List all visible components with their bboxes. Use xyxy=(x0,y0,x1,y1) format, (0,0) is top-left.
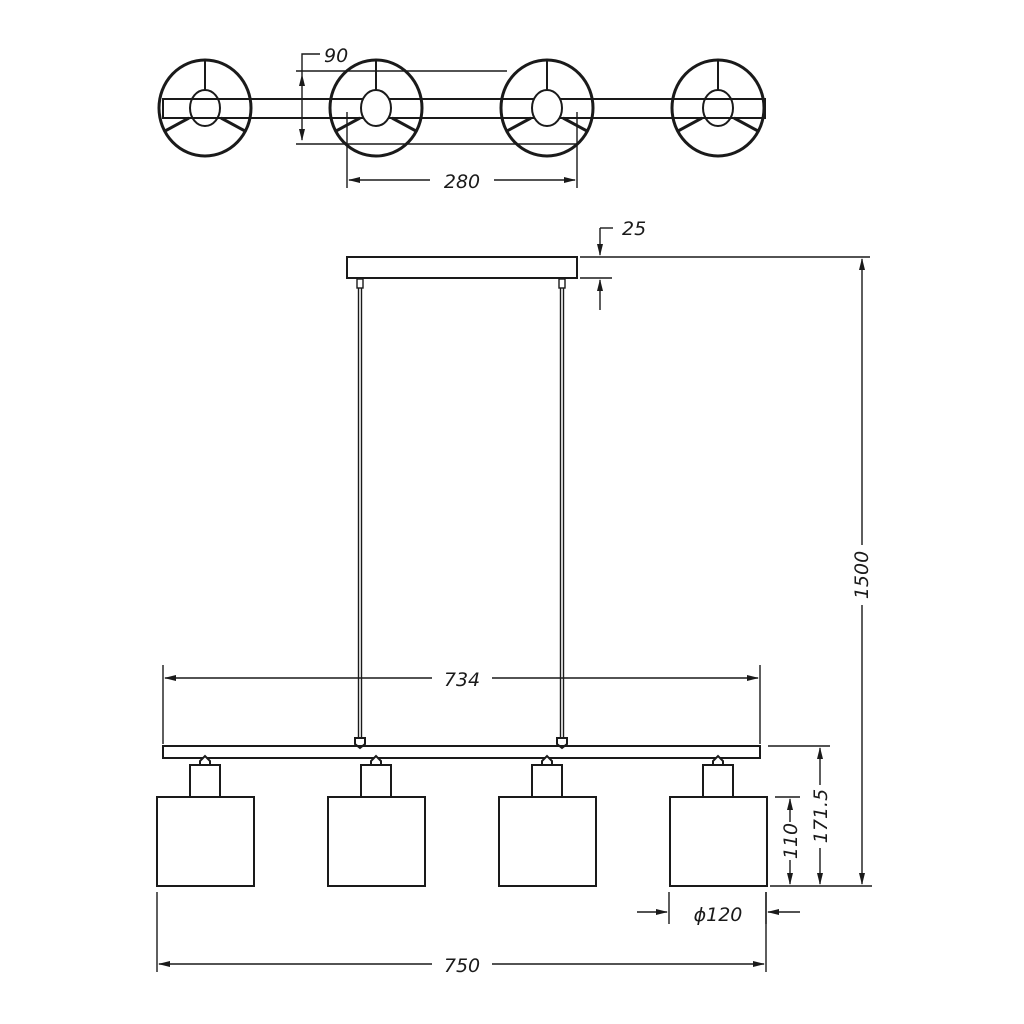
shade-spoke xyxy=(391,116,417,133)
top-view-lamps xyxy=(157,58,766,158)
socket-circle xyxy=(360,89,392,127)
dimension-label-bar-length: 734 xyxy=(444,669,480,691)
pendant-lamp xyxy=(498,754,597,887)
dimension-label-shade-height: 110 xyxy=(780,823,802,859)
lamp-shade xyxy=(669,796,768,887)
shade-spoke xyxy=(164,116,190,133)
dimension-label-total-height: 1500 xyxy=(851,551,873,599)
lamp-socket xyxy=(360,764,392,798)
top-view: 90 280 xyxy=(157,45,766,193)
shade-spoke xyxy=(506,116,532,133)
shade-spoke xyxy=(562,116,588,133)
top-view-lamp xyxy=(157,58,253,158)
dimension-label-shade-diameter: ϕ120 xyxy=(694,904,743,926)
shade-spoke xyxy=(677,116,703,133)
top-view-lamp xyxy=(670,58,766,158)
dimension-total-height: 1500 xyxy=(770,258,873,887)
dimension-top-spacing: 280 xyxy=(346,112,578,193)
top-view-lamp xyxy=(328,58,424,158)
front-view-lamps xyxy=(156,754,768,887)
dimension-total-width: 750 xyxy=(156,892,767,977)
lamp-shade xyxy=(498,796,597,887)
lamp-shade xyxy=(327,796,426,887)
dimension-label-total-width: 750 xyxy=(444,955,480,977)
shade-spoke xyxy=(335,116,361,133)
top-view-lamp xyxy=(499,58,595,158)
pendant-lamp xyxy=(327,754,426,887)
shade-spoke xyxy=(733,116,759,133)
dimension-canopy-height: 25 xyxy=(580,218,870,310)
dimension-hanging-height: 171.5 xyxy=(768,745,832,885)
ceiling-canopy xyxy=(346,256,578,279)
dimension-shade-height: 110 xyxy=(775,796,802,885)
top-view-bar xyxy=(162,98,766,119)
dimension-label-hanging-height: 171.5 xyxy=(810,789,832,843)
socket-circle xyxy=(702,89,734,127)
shade-spoke xyxy=(220,116,246,133)
pendant-lamp xyxy=(156,754,255,887)
front-view: 25 1500 734 171.5 110 xyxy=(156,218,873,977)
lamp-socket xyxy=(531,764,563,798)
lamp-socket xyxy=(702,764,734,798)
dimension-bar-length: 734 xyxy=(162,665,761,744)
pendant-lamp xyxy=(669,754,768,887)
lamp-socket xyxy=(189,764,221,798)
dimension-shade-diameter: ϕ120 xyxy=(637,892,800,926)
light-bar xyxy=(162,745,761,759)
socket-circle xyxy=(531,89,563,127)
dimension-label-top-depth: 90 xyxy=(324,45,348,67)
dimension-label-canopy-height: 25 xyxy=(622,218,646,240)
lamp-shade xyxy=(156,796,255,887)
dimension-label-top-spacing: 280 xyxy=(444,171,480,193)
socket-circle xyxy=(189,89,221,127)
dimension-top-depth: 90 xyxy=(296,45,577,145)
